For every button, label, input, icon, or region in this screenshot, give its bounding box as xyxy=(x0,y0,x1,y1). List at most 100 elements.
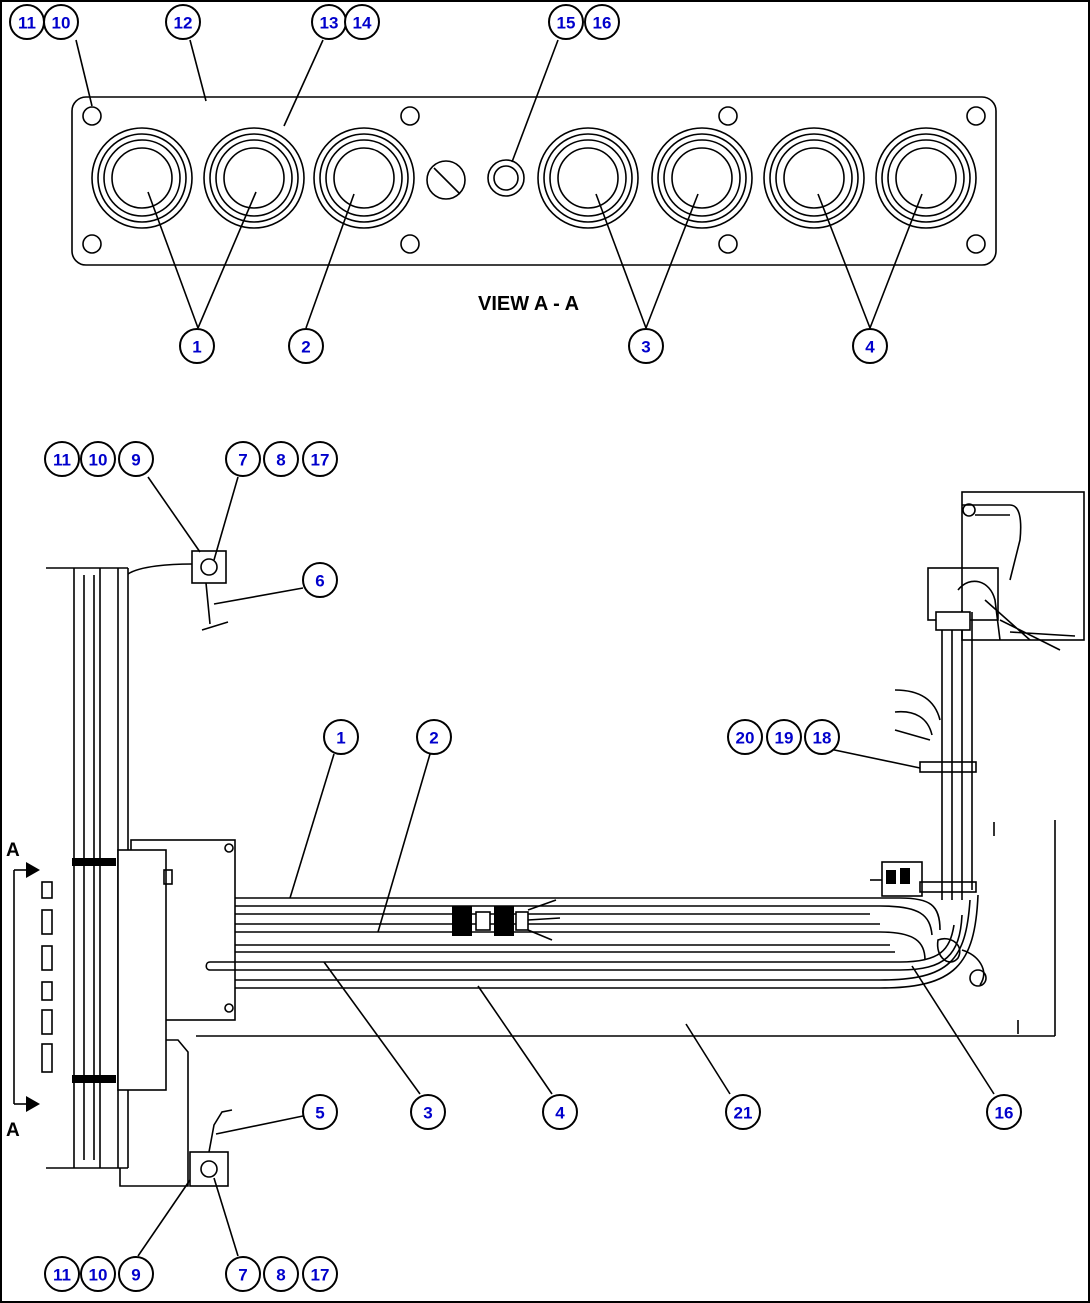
callout-2: 2 xyxy=(416,719,452,755)
callout-bubble xyxy=(225,441,261,477)
connector-4b xyxy=(875,127,977,229)
callout-3: 3 xyxy=(628,328,664,364)
callout-label: 2 xyxy=(301,338,310,357)
callout-label: 15 xyxy=(557,14,576,33)
callout-6: 6 xyxy=(302,562,338,598)
callout-bubble xyxy=(118,1256,154,1292)
bulkhead-plate xyxy=(71,96,997,266)
callout-label: 9 xyxy=(131,1266,140,1285)
callout-label: 16 xyxy=(593,14,612,33)
callout-18: 18 xyxy=(804,719,840,755)
callout-20: 20 xyxy=(727,719,763,755)
callout-bubble xyxy=(302,1094,338,1130)
callout-label: 14 xyxy=(353,14,372,33)
callout-bubble xyxy=(44,1256,80,1292)
callout-8: 8 xyxy=(263,441,299,477)
callout-bubble xyxy=(302,441,338,477)
mounting-plate xyxy=(196,820,1056,1037)
callout-bubble xyxy=(628,328,664,364)
callout-bubble xyxy=(344,4,380,40)
callout-label: 20 xyxy=(736,729,755,748)
connector-3b xyxy=(651,127,753,229)
connector-2 xyxy=(313,127,415,229)
callout-bubble xyxy=(584,4,620,40)
callout-bubble xyxy=(80,1256,116,1292)
leaders-main xyxy=(137,476,995,1257)
callout-label: 4 xyxy=(555,1104,565,1123)
callout-bubble xyxy=(323,719,359,755)
callout-label: 11 xyxy=(53,1266,71,1285)
callout-label: 7 xyxy=(238,451,247,470)
callout-bubble xyxy=(986,1094,1022,1130)
callout-bubble xyxy=(44,441,80,477)
callout-5: 5 xyxy=(302,1094,338,1130)
callout-bubble xyxy=(165,4,201,40)
callout-2: 2 xyxy=(288,328,324,364)
view-a-a: VIEW A - A xyxy=(71,39,997,329)
callout-label: 1 xyxy=(192,338,201,357)
callout-3: 3 xyxy=(410,1094,446,1130)
main-view: A A xyxy=(6,476,1085,1257)
callout-bubble xyxy=(725,1094,761,1130)
callout-label: 8 xyxy=(276,451,285,470)
callout-4: 4 xyxy=(852,328,888,364)
view-caption: VIEW A - A xyxy=(478,293,579,315)
callout-label: 3 xyxy=(641,338,650,357)
connector-4a xyxy=(763,127,865,229)
callout-label: 9 xyxy=(131,451,140,470)
callout-11: 11 xyxy=(44,1256,80,1292)
callout-bubble xyxy=(43,4,79,40)
section-marker: A A xyxy=(6,840,53,1141)
callout-bubble xyxy=(263,441,299,477)
section-mark-bottom: A xyxy=(6,1120,20,1141)
callout-label: 4 xyxy=(865,338,875,357)
callout-label: 10 xyxy=(52,14,71,33)
callout-label: 17 xyxy=(311,451,330,470)
callout-label: 18 xyxy=(813,729,832,748)
callout-label: 19 xyxy=(775,729,794,748)
callout-label: 8 xyxy=(276,1266,285,1285)
callout-14: 14 xyxy=(344,4,380,40)
callout-bubble xyxy=(727,719,763,755)
callout-9: 9 xyxy=(118,441,154,477)
callout-bubble xyxy=(302,562,338,598)
mounting-holes xyxy=(82,106,986,254)
callout-bubble xyxy=(416,719,452,755)
callout-4: 4 xyxy=(542,1094,578,1130)
callout-label: 21 xyxy=(734,1104,753,1123)
callout-12: 12 xyxy=(165,4,201,40)
frame-rails xyxy=(46,567,129,1169)
callout-bubble xyxy=(542,1094,578,1130)
fitting xyxy=(487,159,525,197)
callout-1: 1 xyxy=(323,719,359,755)
callout-17: 17 xyxy=(302,1256,338,1292)
callout-8: 8 xyxy=(263,1256,299,1292)
callout-1: 1 xyxy=(179,328,215,364)
callout-label: 10 xyxy=(89,451,108,470)
callout-7: 7 xyxy=(225,441,261,477)
connector-group xyxy=(91,127,977,229)
callout-bubble xyxy=(852,328,888,364)
callout-bubble xyxy=(263,1256,299,1292)
callout-bubble xyxy=(80,441,116,477)
callout-label: 11 xyxy=(18,14,36,33)
callout-bubble xyxy=(804,719,840,755)
callout-label: 3 xyxy=(423,1104,432,1123)
callout-bubble xyxy=(288,328,324,364)
lower-sensor xyxy=(189,1109,233,1187)
callout-label: 1 xyxy=(336,729,345,748)
callout-10: 10 xyxy=(80,1256,116,1292)
callout-13: 13 xyxy=(311,4,347,40)
section-mark-top: A xyxy=(6,840,20,861)
callout-11: 11 xyxy=(9,4,45,40)
callout-label: 2 xyxy=(429,729,438,748)
callout-bubble xyxy=(548,4,584,40)
upper-sensor xyxy=(127,550,229,631)
callout-label: 5 xyxy=(315,1104,324,1123)
callout-16: 16 xyxy=(584,4,620,40)
connector-1b xyxy=(203,127,305,229)
callout-9: 9 xyxy=(118,1256,154,1292)
relay-cluster xyxy=(870,861,923,897)
connector-1a xyxy=(91,127,193,229)
